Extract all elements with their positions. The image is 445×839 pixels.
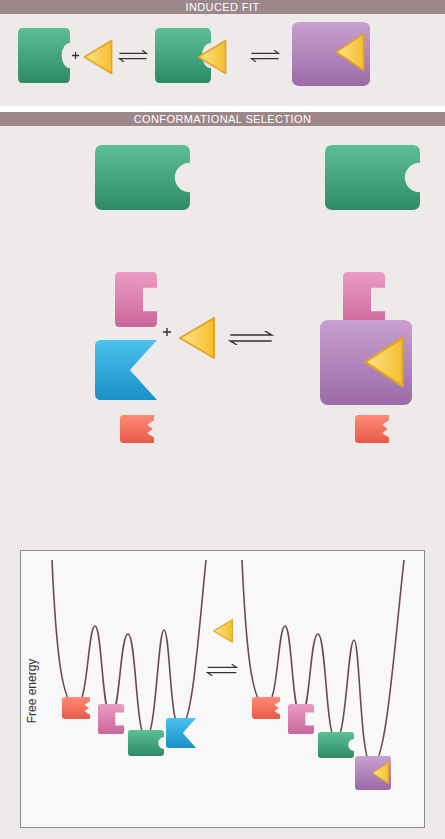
- induced-fit-panel: INDUCED FIT: [0, 0, 445, 106]
- panel-ground: [0, 112, 445, 839]
- energy-box: [21, 551, 425, 828]
- energy-diagram-box: Free energy: [20, 550, 425, 828]
- induced-fit-figure: [18, 22, 370, 86]
- panel-heading: CONFORMATIONAL SELECTION: [0, 112, 445, 126]
- axis-label: Free energy: [25, 659, 39, 724]
- panel-ground: [0, 0, 445, 106]
- conformational-selection-figure: [95, 145, 420, 443]
- conformational-selection-panel: Free energy CONFORMATIONAL SELECTION: [0, 112, 445, 839]
- panel-heading: INDUCED FIT: [0, 0, 445, 14]
- energy-landscape: [52, 560, 404, 790]
